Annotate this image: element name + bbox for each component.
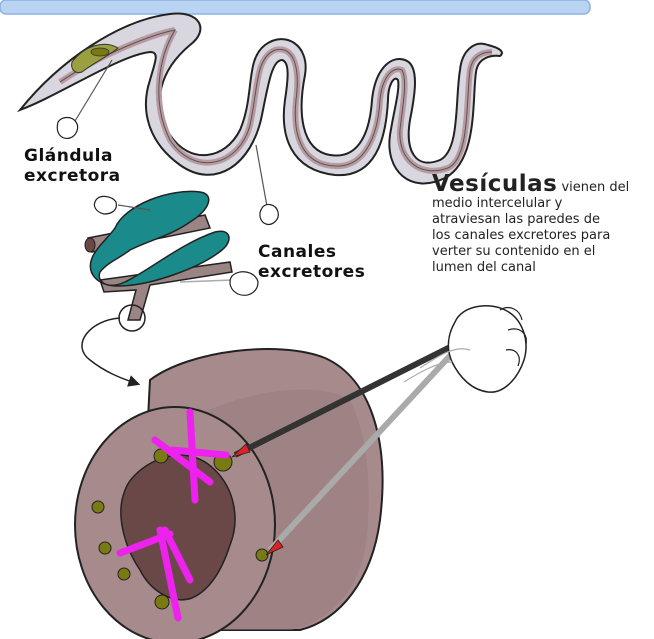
pointer-canales (256, 145, 278, 224)
vesicle (155, 595, 169, 609)
worm-gland-dot (91, 48, 109, 56)
label-canales-excretores: Canales excretores (258, 242, 378, 282)
label-vesiculas: Vesículas vienen del medio intercelular … (432, 176, 652, 276)
hand-icon (94, 196, 116, 214)
zoom-arrow (82, 318, 138, 384)
vesiculas-title: Vesículas (432, 171, 557, 197)
hand-icon (57, 118, 77, 139)
vesiculas-text: lumen del canal (432, 260, 652, 276)
label-line: excretores (258, 262, 378, 282)
vesiculas-text: vienen del (557, 180, 629, 195)
cylinder (75, 349, 383, 639)
hand-icon (230, 272, 258, 296)
vesiculas-first-line: Vesículas vienen del (432, 176, 652, 196)
vesiculas-text: atraviesan las paredes de (432, 212, 652, 228)
vesicle (92, 501, 104, 513)
canal-end (85, 238, 95, 252)
vesiculas-text: verter su contenido en el (432, 244, 652, 260)
label-line: excretora (24, 166, 134, 186)
label-line: Canales (258, 242, 378, 262)
vesiculas-text: los canales excretores para (432, 228, 652, 244)
vesicle (118, 568, 130, 580)
top-bar (0, 0, 590, 14)
hand-icon (260, 205, 278, 225)
vesicle (99, 542, 111, 554)
vesiculas-text: medio intercelular y (432, 196, 652, 212)
label-line: Glándula (24, 146, 134, 166)
label-glandula-excretora: Glándula excretora (24, 146, 134, 186)
